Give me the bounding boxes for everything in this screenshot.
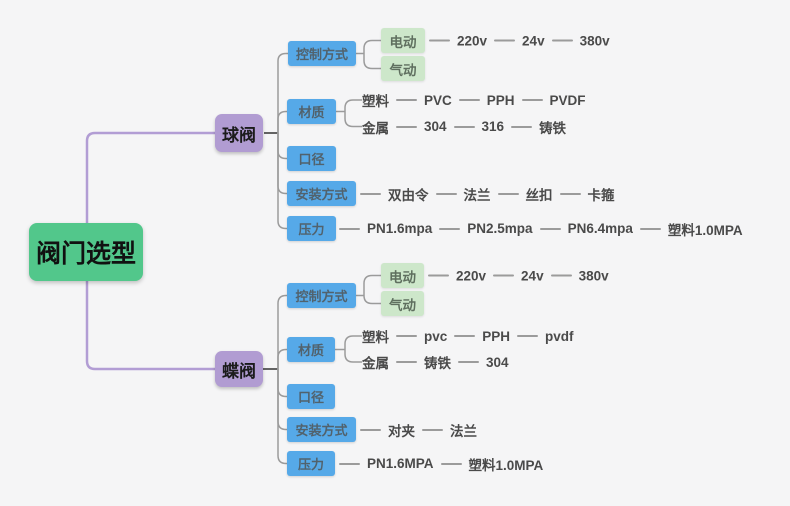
- leaf-node[interactable]: 铸铁: [539, 120, 567, 136]
- connector-dash: [497, 192, 519, 195]
- butterfly-category-diameter[interactable]: 口径: [287, 384, 335, 409]
- leaf-node[interactable]: 304: [424, 119, 447, 134]
- connector-dash: [422, 428, 443, 431]
- connector-dash: [458, 99, 480, 101]
- connector-dash: [339, 462, 360, 465]
- leaf-node[interactable]: PVC: [424, 92, 452, 108]
- leaf-node[interactable]: 金属: [362, 356, 389, 371]
- leaf-node[interactable]: PPH: [482, 328, 511, 344]
- connector-dash: [428, 274, 449, 277]
- leaf-node[interactable]: pvdf: [545, 328, 574, 344]
- leaf-node[interactable]: 塑料1.0MPA: [468, 457, 544, 473]
- connector-dash: [396, 125, 417, 128]
- leaf-node[interactable]: 双由令: [388, 187, 429, 203]
- connector-dash: [360, 192, 381, 195]
- leaf-node[interactable]: pvc: [424, 328, 448, 344]
- butterfly-option-pneumatic[interactable]: 气动: [381, 291, 424, 316]
- connector-dash: [396, 361, 417, 363]
- ball-category-control[interactable]: 控制方式: [288, 41, 356, 66]
- leaf-node[interactable]: 金属: [362, 120, 389, 136]
- connector-dash: [440, 462, 462, 465]
- connector-dash: [550, 274, 572, 277]
- connector-dash: [453, 125, 475, 128]
- connector-dash: [339, 227, 360, 230]
- ball-option-pneumatic[interactable]: 气动: [381, 56, 425, 81]
- connector-dash: [360, 428, 381, 431]
- connector-dash: [639, 227, 661, 230]
- butterfly-category-control[interactable]: 控制方式: [287, 283, 356, 308]
- leaf-node[interactable]: 塑料1.0MPA: [667, 222, 743, 238]
- ball-pressure-chain: PN1.6mpa PN2.5mpa PN6.4mpa 塑料1.0MPA: [339, 219, 743, 239]
- leaf-node[interactable]: 220v: [457, 33, 488, 48]
- leaf-node[interactable]: 塑料: [362, 330, 389, 345]
- connector-dash: [429, 39, 450, 42]
- butterfly-plastic-chain: 塑料 pvc PPH pvdf: [362, 326, 574, 346]
- butterfly-category-pressure[interactable]: 压力: [287, 451, 335, 476]
- leaf-node[interactable]: 法兰: [450, 423, 477, 439]
- connector-dash: [511, 125, 533, 128]
- ball-category-pressure[interactable]: 压力: [287, 216, 336, 241]
- connector-dash: [435, 192, 457, 195]
- butterfly-electric-chain: 220v 24v 380v: [428, 268, 609, 283]
- branch-butterfly-valve[interactable]: 蝶阀: [215, 351, 263, 387]
- leaf-node[interactable]: 220v: [456, 268, 487, 283]
- ball-category-installation[interactable]: 安装方式: [287, 181, 356, 206]
- ball-category-material[interactable]: 材质: [287, 99, 336, 124]
- connector-dash: [517, 335, 539, 337]
- connector-dash: [493, 274, 515, 277]
- butterfly-installation-chain: 对夹 法兰: [360, 420, 477, 440]
- leaf-node[interactable]: 塑料: [362, 94, 389, 109]
- ball-installation-chain: 双由令 法兰 丝扣 卡箍: [360, 184, 615, 204]
- leaf-node[interactable]: 丝扣: [525, 187, 553, 203]
- leaf-node[interactable]: PN1.6mpa: [367, 221, 433, 236]
- ball-option-electric[interactable]: 电动: [381, 28, 425, 53]
- leaf-node[interactable]: 380v: [578, 268, 609, 283]
- connector-dash: [521, 99, 543, 101]
- leaf-node[interactable]: PN2.5mpa: [467, 221, 533, 236]
- leaf-node[interactable]: 法兰: [463, 187, 491, 203]
- leaf-node[interactable]: 316: [481, 119, 505, 134]
- leaf-node[interactable]: PN6.4mpa: [567, 221, 633, 236]
- butterfly-pressure-chain: PN1.6MPA 塑料1.0MPA: [339, 454, 543, 474]
- butterfly-metal-chain: 金属 铸铁 304: [362, 352, 509, 372]
- connector-dash: [396, 99, 417, 101]
- connector-dash: [539, 227, 561, 230]
- leaf-node[interactable]: PPH: [486, 92, 515, 108]
- branch-ball-valve[interactable]: 球阀: [215, 114, 263, 152]
- connector-dash: [551, 39, 573, 42]
- butterfly-option-electric[interactable]: 电动: [381, 263, 424, 288]
- leaf-node[interactable]: 380v: [579, 33, 610, 48]
- leaf-node[interactable]: 铸铁: [424, 356, 451, 371]
- leaf-node[interactable]: 对夹: [388, 423, 415, 439]
- butterfly-category-installation[interactable]: 安装方式: [287, 417, 356, 442]
- connector-dash: [559, 192, 581, 195]
- butterfly-category-material[interactable]: 材质: [287, 337, 335, 362]
- ball-plastic-chain: 塑料 PVC PPH PVDF: [362, 90, 586, 110]
- leaf-node[interactable]: 304: [486, 354, 509, 370]
- ball-metal-chain: 金属 304 316 铸铁: [362, 117, 566, 137]
- connector-dash: [454, 335, 476, 337]
- connector-dash: [458, 361, 479, 363]
- ball-electric-chain: 220v 24v 380v: [429, 33, 610, 48]
- leaf-node[interactable]: PN1.6MPA: [367, 456, 434, 471]
- connector-dash: [494, 39, 516, 42]
- ball-category-diameter[interactable]: 口径: [287, 146, 336, 171]
- branch-stub-connectors: [263, 132, 278, 370]
- connector-dash: [396, 335, 417, 337]
- leaf-node[interactable]: 24v: [522, 33, 545, 48]
- leaf-node[interactable]: PVDF: [549, 92, 586, 108]
- root-node[interactable]: 阀门选型: [29, 223, 143, 281]
- leaf-node[interactable]: 卡箍: [587, 187, 615, 203]
- leaf-node[interactable]: 24v: [521, 268, 544, 283]
- connector-dash: [439, 227, 461, 230]
